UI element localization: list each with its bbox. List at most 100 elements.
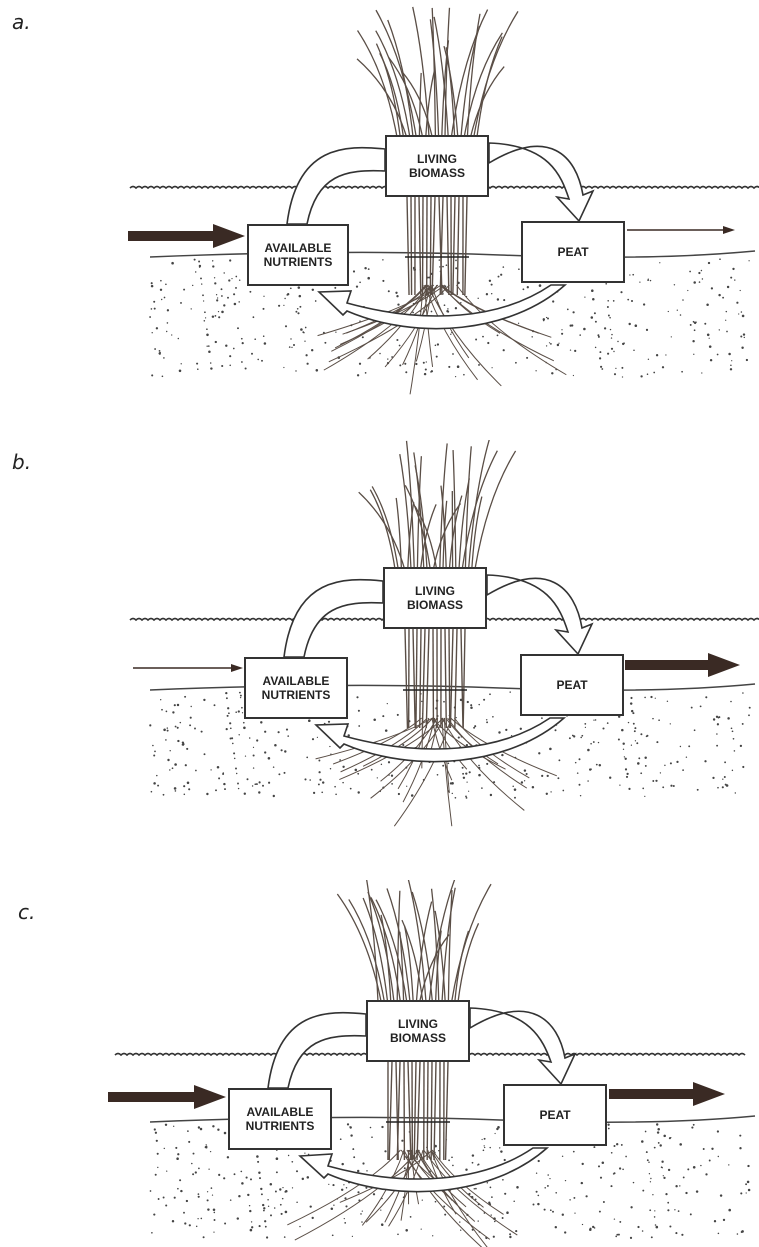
soil-dot — [580, 737, 582, 739]
soil-dot — [371, 1136, 373, 1138]
soil-dot — [602, 1162, 605, 1165]
soil-dot — [662, 366, 664, 368]
soil-dot — [304, 341, 305, 342]
soil-dot — [350, 788, 352, 790]
soil-dot — [172, 767, 174, 769]
soil-dot — [273, 766, 275, 768]
soil-dot — [347, 1123, 349, 1125]
soil-dot — [387, 358, 388, 359]
soil-dot — [691, 707, 693, 709]
soil-dot — [522, 288, 524, 290]
soil-dot — [264, 1220, 266, 1222]
soil-dot — [680, 314, 682, 316]
soil-dot — [324, 342, 326, 344]
soil-dot — [458, 737, 460, 739]
soil-dot — [460, 1230, 461, 1231]
soil-dot — [197, 368, 199, 370]
stem — [408, 1062, 411, 1160]
soil-dot — [218, 316, 220, 318]
soil-dot — [238, 710, 240, 712]
soil-dot — [362, 1210, 363, 1211]
soil-dot — [512, 785, 514, 787]
soil-dot — [194, 259, 196, 261]
soil-dot — [607, 300, 609, 302]
soil-dot — [406, 786, 407, 787]
soil-dot — [736, 302, 738, 304]
soil-dot — [728, 1164, 729, 1165]
soil-dot — [230, 1199, 232, 1201]
soil-dot — [310, 1205, 312, 1207]
soil-dot — [165, 284, 167, 286]
soil-dot — [207, 1208, 209, 1210]
soil-dot — [730, 701, 732, 703]
soil-dot — [234, 1173, 236, 1175]
soil-dot — [613, 1145, 615, 1147]
soil-dot — [550, 1209, 552, 1211]
soil-dot — [290, 338, 291, 339]
soil-dot — [570, 349, 571, 350]
soil-dot — [705, 696, 707, 698]
soil-dot — [333, 1205, 334, 1206]
soil-dot — [738, 313, 739, 314]
soil-dot — [161, 709, 163, 711]
soil-dot — [210, 769, 211, 770]
soil-dot — [207, 1199, 209, 1201]
soil-dot — [615, 1236, 617, 1238]
soil-dot — [223, 304, 225, 306]
soil-dot — [443, 1206, 445, 1208]
soil-dot — [276, 1157, 279, 1160]
soil-dot — [240, 697, 241, 698]
soil-dot — [281, 1213, 283, 1215]
soil-dot — [621, 1144, 623, 1146]
soil-dot — [685, 1192, 687, 1194]
soil-dot — [289, 346, 291, 348]
soil-dot — [155, 1174, 157, 1176]
soil-dot — [201, 1218, 203, 1220]
soil-dot — [550, 343, 552, 345]
soil-dot — [235, 768, 237, 770]
cycle-arrow-biomass-to-peat — [470, 1008, 575, 1084]
soil-dot — [175, 790, 177, 792]
soil-dot — [643, 303, 645, 305]
soil-dot — [254, 783, 256, 785]
soil-dot — [558, 759, 560, 761]
soil-dot — [648, 1162, 649, 1163]
soil-dot — [748, 260, 749, 261]
soil-dot — [691, 1127, 693, 1129]
soil-dot — [625, 768, 627, 770]
soil-dot — [160, 699, 161, 700]
soil-dot — [549, 342, 550, 343]
soil-dot — [722, 779, 723, 780]
soil-dot — [291, 1161, 293, 1163]
grass-blade — [372, 486, 398, 569]
soil-dot — [478, 774, 481, 777]
soil-dot — [175, 726, 177, 728]
soil-dot — [482, 336, 484, 338]
soil-dot — [167, 730, 169, 732]
soil-dot — [478, 765, 480, 767]
soil-dot — [178, 338, 180, 340]
soil-dot — [195, 1171, 197, 1173]
soil-dot — [229, 365, 231, 367]
soil-dot — [357, 1191, 359, 1193]
soil-dot — [728, 353, 731, 356]
soil-dot — [599, 357, 601, 359]
soil-dot — [727, 286, 729, 288]
soil-dot — [370, 1127, 372, 1129]
soil-dot — [344, 1218, 345, 1219]
soil-dot — [509, 1233, 511, 1235]
soil-dot — [311, 349, 313, 351]
soil-dot — [435, 345, 437, 347]
soil-dot — [655, 780, 657, 782]
soil-dot — [646, 736, 648, 738]
soil-dot — [192, 285, 193, 286]
soil-dot — [149, 316, 151, 318]
soil-dot — [283, 367, 284, 368]
soil-dot — [740, 290, 741, 291]
soil-dot — [443, 293, 444, 294]
soil-dot — [334, 287, 336, 289]
soil-dot — [335, 332, 336, 333]
soil-dot — [305, 354, 307, 356]
soil-dot — [690, 324, 692, 326]
soil-dot — [157, 1167, 158, 1168]
